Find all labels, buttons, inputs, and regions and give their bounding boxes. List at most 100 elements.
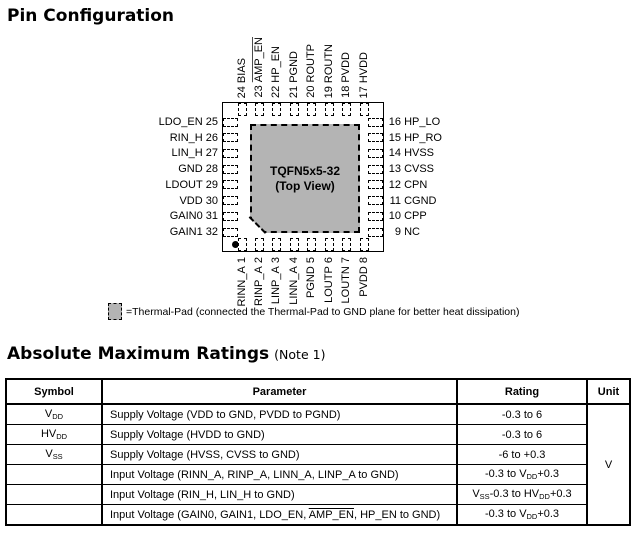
pin-pad-10	[368, 211, 383, 221]
cell-unit: V	[586, 403, 631, 526]
cell-rating: -0.3 to VDD+0.3	[456, 504, 588, 526]
cell-symbol: VSS	[5, 444, 103, 465]
cell-parameter: Input Voltage (RIN_H, LIN_H to GND)	[101, 484, 458, 505]
pin-label-7: LOUTN 7	[340, 257, 353, 304]
pin-label-14: 14 HVSS	[388, 147, 435, 160]
cell-parameter: Input Voltage (RINN_A, RINP_A, LINN_A, L…	[101, 464, 458, 485]
pin-label-4: LINN_A 4	[287, 257, 300, 305]
pin-label-12: 12 CPN	[388, 178, 428, 191]
pin-label-10: 10 CPP	[388, 210, 427, 223]
pin-pad-18	[342, 103, 352, 116]
pin-label-18: 18 PVDD	[340, 52, 353, 98]
pin-pad-20	[307, 103, 317, 116]
pin-pad-6	[324, 238, 334, 251]
cell-parameter: Supply Voltage (HVSS, CVSS to GND)	[101, 444, 458, 465]
cell-parameter: Input Voltage (GAIN0, GAIN1, LDO_EN, AMP…	[101, 504, 458, 526]
pin-pad-14	[368, 148, 383, 158]
pin-label-32: GAIN1 32	[169, 226, 218, 238]
pin-label-19: 19 ROUTN	[322, 43, 335, 98]
pin-label-16: 16 HP_LO	[388, 116, 441, 128]
pin-label-28: GND 28	[178, 163, 218, 176]
pin-pad-31	[223, 211, 238, 221]
pin-pad-19	[324, 103, 334, 116]
pin-pad-24	[237, 103, 247, 116]
table-row: Input Voltage (RINN_A, RINP_A, LINN_A, L…	[5, 464, 630, 485]
cell-symbol	[5, 484, 103, 505]
pin-label-25: LDO_EN 25	[158, 116, 218, 128]
col-header-symbol: Symbol	[5, 378, 103, 405]
pin-pad-23	[254, 103, 264, 116]
pin-pad-25	[223, 117, 238, 127]
pin-label-31: GAIN0 31	[169, 210, 218, 223]
thermal-pad-legend-text: =Thermal-Pad (connected the Thermal-Pad …	[126, 306, 520, 318]
pin-label-11: 11 CGND	[389, 194, 437, 207]
pin-label-24: 24 BIAS	[235, 57, 248, 98]
cell-rating: -0.3 to 6	[456, 424, 588, 445]
col-header-rating: Rating	[456, 378, 588, 405]
pin-label-6: LOUTP 6	[322, 257, 335, 303]
pin-label-2: RINP_A 2	[252, 257, 265, 306]
pin-label-8: PVDD 8	[357, 257, 370, 297]
thermal-pad-legend-icon	[108, 303, 122, 320]
pin-pad-9	[368, 227, 383, 237]
pin-pad-32	[223, 227, 238, 237]
pin-label-17: 17 HVDD	[357, 51, 370, 98]
pin-label-20: 20 ROUTP	[305, 44, 318, 98]
pin-label-9: 9 NC	[394, 226, 420, 238]
pin-pad-16	[368, 117, 383, 127]
pin-pad-12	[368, 180, 383, 190]
pin-pad-4	[289, 238, 299, 251]
pin-pad-17	[359, 103, 369, 116]
pin-pad-13	[368, 164, 383, 174]
thermal-pad: TQFN5x5-32 (Top View)	[250, 124, 360, 233]
cell-rating: -0.3 to VDD+0.3	[456, 464, 588, 485]
pin-label-5: PGND 5	[305, 257, 318, 298]
pin-pad-3	[272, 238, 282, 251]
package-type-label: TQFN5x5-32	[269, 163, 341, 178]
pin-pad-22	[272, 103, 282, 116]
table-row: Input Voltage (GAIN0, GAIN1, LDO_EN, AMP…	[5, 504, 630, 526]
pin-label-15: 15 HP_RO	[388, 131, 442, 144]
pin-pad-8	[359, 238, 369, 251]
pin-pad-7	[342, 238, 352, 251]
table-header-row: Symbol Parameter Rating Unit	[5, 378, 631, 405]
pin1-indicator-dot	[232, 241, 239, 248]
pin-pad-5	[307, 238, 317, 251]
cell-symbol	[5, 464, 103, 485]
table-row: Input Voltage (RIN_H, LIN_H to GND)VSS-0…	[5, 484, 630, 505]
pin-pad-28	[223, 164, 238, 174]
cell-symbol: HVDD	[5, 424, 103, 445]
pin-label-21: 21 PGND	[287, 50, 300, 98]
pin-label-13: 13 CVSS	[388, 163, 435, 176]
col-header-unit: Unit	[586, 378, 631, 405]
pin-pad-29	[223, 180, 238, 190]
pin-label-22: 22 HP_EN	[270, 46, 283, 98]
absolute-maximum-ratings-text: Absolute Maximum Ratings	[7, 344, 270, 364]
pin-pad-30	[223, 196, 238, 206]
note-reference: (Note 1)	[274, 347, 326, 362]
pin-pad-1	[237, 238, 247, 251]
pin-pad-27	[223, 148, 238, 158]
pin-pad-11	[368, 196, 383, 206]
cell-parameter: Supply Voltage (HVDD to GND)	[101, 424, 458, 445]
top-view-label: (Top View)	[275, 178, 335, 193]
pin-label-27: LIN_H 27	[171, 147, 218, 160]
pin-label-23: 23 AMP_EN	[252, 37, 265, 98]
cell-symbol	[5, 504, 103, 526]
pin-label-3: LINP_A 3	[270, 257, 283, 305]
col-header-parameter: Parameter	[101, 378, 458, 405]
pin-label-29: LDOUT 29	[165, 178, 218, 191]
pin-pad-21	[289, 103, 299, 116]
cell-parameter: Supply Voltage (VDD to GND, PVDD to PGND…	[101, 403, 458, 425]
pin-configuration-title: Pin Configuration	[7, 6, 175, 26]
pin-pad-2	[254, 238, 264, 251]
pin-pad-15	[368, 133, 383, 143]
pin-pad-26	[223, 133, 238, 143]
cell-rating: -6 to +0.3	[456, 444, 588, 465]
pin-label-30: VDD 30	[179, 194, 218, 207]
